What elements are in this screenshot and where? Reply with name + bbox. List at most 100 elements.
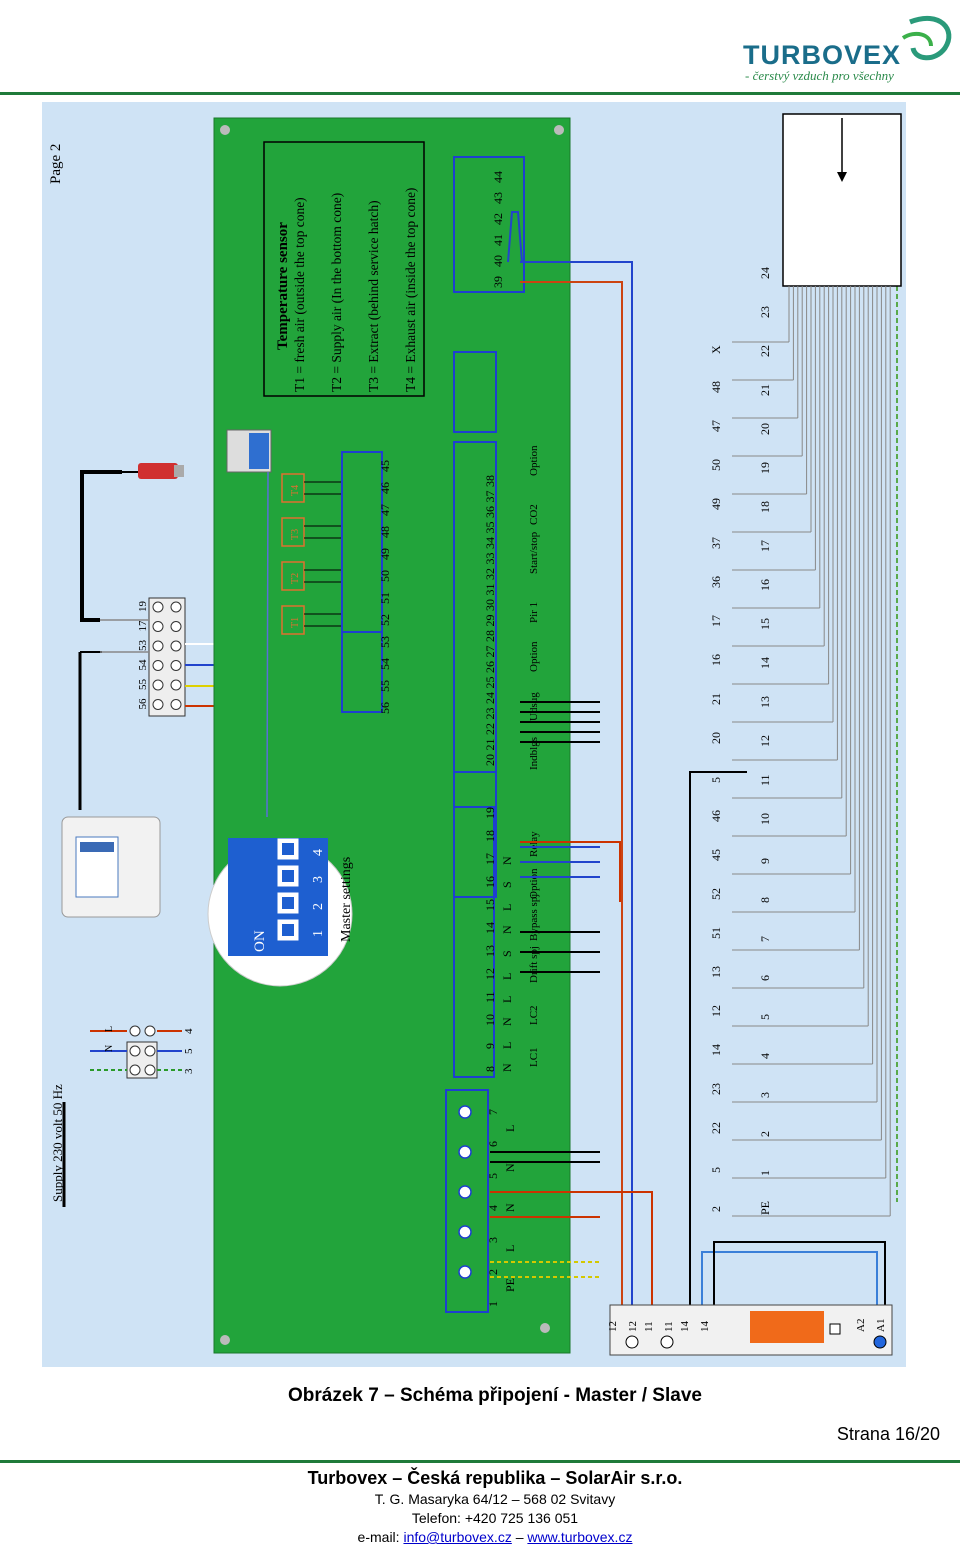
right-cable-number: X (709, 345, 723, 354)
right-pin-number: 10 (758, 813, 772, 825)
left-block-number: 53 (137, 640, 149, 652)
right-cable-number: 22 (709, 1122, 723, 1134)
terminal-label: 12 (483, 968, 497, 980)
page-label: Page 2 (48, 144, 64, 184)
email-link[interactable]: info@turbovex.cz (403, 1529, 512, 1545)
right-pin-number: 13 (758, 696, 772, 708)
terminal-label: 41 (491, 234, 505, 246)
terminal-label: 35 (483, 522, 497, 534)
terminal-label: 23 (483, 708, 497, 720)
relay-label: 14 (679, 1321, 691, 1333)
right-pin-number: 16 (758, 579, 772, 591)
terminal-label: 20 (483, 754, 497, 766)
right-pin-number: 12 (758, 735, 772, 747)
email-label: e-mail: (357, 1529, 404, 1545)
terminal-label: 45 (378, 460, 392, 472)
right-cable-number: 12 (709, 1005, 723, 1017)
terminal-label: Drift spj (528, 946, 540, 983)
right-cable-number: 37 (709, 537, 723, 549)
wiring-diagram: Page 2 Supply 230 volt 50 Hz 19175354555… (42, 102, 906, 1367)
terminal-label: Option (528, 641, 540, 672)
terminal-label: 34 (483, 537, 497, 549)
terminal-label: 27 (483, 646, 497, 658)
footer-dash: – (511, 1529, 528, 1545)
dip-switch-number: 1 (311, 930, 326, 937)
terminal-label: 48 (378, 526, 392, 538)
master-settings-title: Master settings (339, 857, 354, 942)
temp-sensor-line: T1 = fresh air (outside the top cone) (292, 197, 307, 392)
right-cable-number: 49 (709, 498, 723, 510)
terminal-label: PE (503, 1278, 517, 1292)
dip-on-label: ON (252, 930, 268, 952)
terminal-label: Start/stop (528, 531, 540, 574)
terminal-blocks (341, 156, 525, 1313)
terminal-label: 26 (483, 661, 497, 673)
right-cable-number: 46 (709, 810, 723, 822)
temperature-probe (138, 463, 178, 479)
right-pin-number: 24 (758, 267, 772, 279)
terminal-label: 10 (483, 1014, 497, 1026)
terminal-label: 4 (486, 1205, 500, 1211)
right-pin-numbers: PE12345678910111213141516171819202122232… (758, 267, 772, 1215)
relay-label: 12 (607, 1321, 619, 1332)
terminal-label: 18 (483, 830, 497, 842)
right-pin-number: 8 (758, 897, 772, 903)
right-cable-number: 21 (709, 693, 723, 705)
terminal-label: Bypass spj (528, 894, 540, 941)
terminal-label: 22 (483, 723, 497, 735)
website-link[interactable]: www.turbovex.cz (527, 1529, 633, 1545)
relay-label: 12 (627, 1321, 639, 1332)
sensor-tag: T4 (290, 485, 301, 496)
terminal-label: 6 (486, 1141, 500, 1147)
terminal-label: S (500, 881, 514, 888)
terminal-label: 54 (378, 658, 392, 670)
terminal-label: 33 (483, 553, 497, 565)
right-cable-number: 36 (709, 576, 723, 588)
right-pin-number: 20 (758, 423, 772, 435)
right-cable-number: 2 (709, 1206, 723, 1212)
temp-sensor-line: T3 = Extract (behind service hatch) (366, 200, 381, 392)
right-pin-number: 14 (758, 657, 772, 669)
right-cable-numbers: 2522231412135152454652021161736374950474… (709, 345, 723, 1212)
right-pin-number: PE (758, 1201, 772, 1215)
footer-company: Turbovex – Česká republika – SolarAir s.… (307, 1468, 683, 1488)
right-pin-number: 15 (758, 618, 772, 630)
sensor-tag: T3 (290, 529, 301, 540)
terminal-label: 24 (483, 692, 497, 704)
left-block-number: 19 (137, 601, 149, 613)
terminal-label: 8 (483, 1066, 497, 1072)
right-pin-number: 23 (758, 306, 772, 318)
footer-address: T. G. Masaryka 64/12 – 568 02 Svitavy (374, 1491, 616, 1507)
right-pin-number: 6 (758, 975, 772, 981)
bottom-rule (0, 1460, 960, 1463)
terminal-label: N (500, 925, 514, 934)
relay-label: 11 (663, 1321, 675, 1332)
right-pin-number: 2 (758, 1131, 772, 1137)
right-pin-number: 22 (758, 345, 772, 357)
right-cable-number: 50 (709, 459, 723, 471)
relay-label: A1 (875, 1319, 887, 1332)
right-pin-number: 18 (758, 501, 772, 513)
right-cable-number: 13 (709, 966, 723, 978)
figure-caption: Obrázek 7 – Schéma připojení - Master / … (288, 1385, 702, 1406)
terminal-label: 11 (483, 991, 497, 1003)
left-block-number: 55 (137, 679, 149, 691)
terminal-label: 52 (378, 614, 392, 626)
terminal-label: CO2 (528, 504, 540, 525)
terminal-label: 49 (378, 548, 392, 560)
terminal-label: 5 (486, 1173, 500, 1179)
svg-text:N: N (104, 1045, 115, 1052)
terminal-label: 9 (483, 1043, 497, 1049)
terminal-label: LC1 (528, 1047, 540, 1067)
right-cable-number: 14 (709, 1044, 723, 1056)
terminal-label: 44 (491, 171, 505, 183)
terminal-label: Pir 1 (528, 602, 540, 623)
terminal-label: 32 (483, 568, 497, 580)
terminal-label: 56 (378, 702, 392, 714)
terminal-label: 16 (483, 876, 497, 888)
dip-switch-number: 4 (311, 849, 326, 856)
terminal-label: 51 (378, 592, 392, 604)
terminal-label: 37 (483, 491, 497, 503)
svg-text:L: L (104, 1026, 115, 1032)
